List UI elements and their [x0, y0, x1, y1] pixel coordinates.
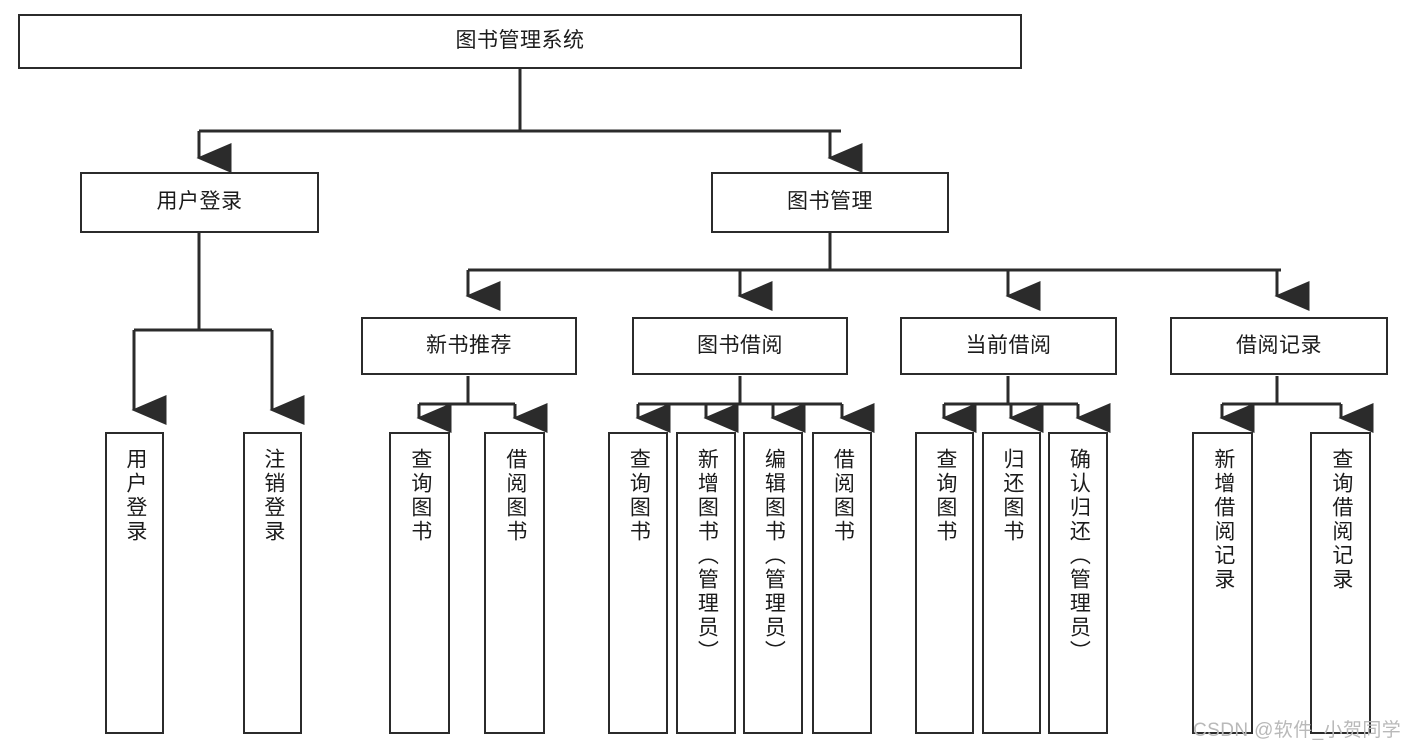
leaf-newbook-borrow-book[interactable]: 借阅图书 — [484, 432, 545, 734]
edge-bookmgmt-to-level3 — [465, 233, 1310, 311]
leaf-borrow-edit-book-admin[interactable]: 编辑图书（管理员） — [743, 432, 803, 734]
edge-newbook-to-leaves — [416, 376, 548, 433]
node-label: 用户登录 — [156, 190, 243, 214]
node-label: 新增图书（管理员） — [695, 448, 719, 664]
node-new-book-recommend[interactable]: 新书推荐 — [361, 317, 577, 375]
node-label: 确认归还（管理员） — [1067, 448, 1091, 664]
leaf-borrow-add-book-admin[interactable]: 新增图书（管理员） — [676, 432, 736, 734]
leaf-user-login-login[interactable]: 用户登录 — [105, 432, 164, 734]
leaf-current-confirm-return-admin[interactable]: 确认归还（管理员） — [1048, 432, 1108, 734]
node-label: 用户登录 — [123, 448, 147, 544]
leaf-record-add-record[interactable]: 新增借阅记录 — [1192, 432, 1253, 734]
node-user-login[interactable]: 用户登录 — [80, 172, 319, 233]
node-label: 查询图书 — [408, 448, 432, 544]
node-label: 图书借阅 — [697, 333, 783, 357]
edge-current-to-leaves — [941, 376, 1111, 433]
node-book-borrow[interactable]: 图书借阅 — [632, 317, 848, 375]
leaf-user-login-logout[interactable]: 注销登录 — [243, 432, 302, 734]
leaf-borrow-borrow-book[interactable]: 借阅图书 — [812, 432, 872, 734]
node-label: 查询借阅记录 — [1329, 448, 1353, 592]
leaf-current-return-book[interactable]: 归还图书 — [982, 432, 1041, 734]
node-book-management[interactable]: 图书管理 — [711, 172, 949, 233]
node-root-system[interactable]: 图书管理系统 — [18, 14, 1022, 69]
node-label: 注销登录 — [261, 448, 285, 544]
node-label: 新书推荐 — [426, 333, 512, 357]
node-label: 查询图书 — [933, 448, 957, 544]
edge-root-to-level2 — [196, 69, 863, 173]
node-label: 图书管理 — [787, 190, 873, 214]
edge-record-to-leaves — [1219, 376, 1374, 433]
node-label: 借阅图书 — [831, 448, 855, 544]
node-label: 借阅图书 — [503, 448, 527, 544]
edge-borrow-to-leaves — [635, 376, 875, 433]
leaf-borrow-query-book[interactable]: 查询图书 — [608, 432, 668, 734]
node-label: 查询图书 — [627, 448, 651, 544]
node-label: 图书管理系统 — [455, 29, 585, 53]
leaf-newbook-query-book[interactable]: 查询图书 — [389, 432, 450, 734]
node-label: 归还图书 — [1000, 448, 1024, 544]
node-current-borrow[interactable]: 当前借阅 — [900, 317, 1117, 375]
leaf-record-query-record[interactable]: 查询借阅记录 — [1310, 432, 1371, 734]
node-label: 新增借阅记录 — [1211, 448, 1235, 592]
node-label: 借阅记录 — [1236, 333, 1322, 357]
edge-userlogin-to-leaves — [131, 233, 305, 425]
node-label: 当前借阅 — [965, 333, 1052, 357]
leaf-current-query-book[interactable]: 查询图书 — [915, 432, 974, 734]
node-borrow-record[interactable]: 借阅记录 — [1170, 317, 1388, 375]
node-label: 编辑图书（管理员） — [762, 448, 786, 664]
